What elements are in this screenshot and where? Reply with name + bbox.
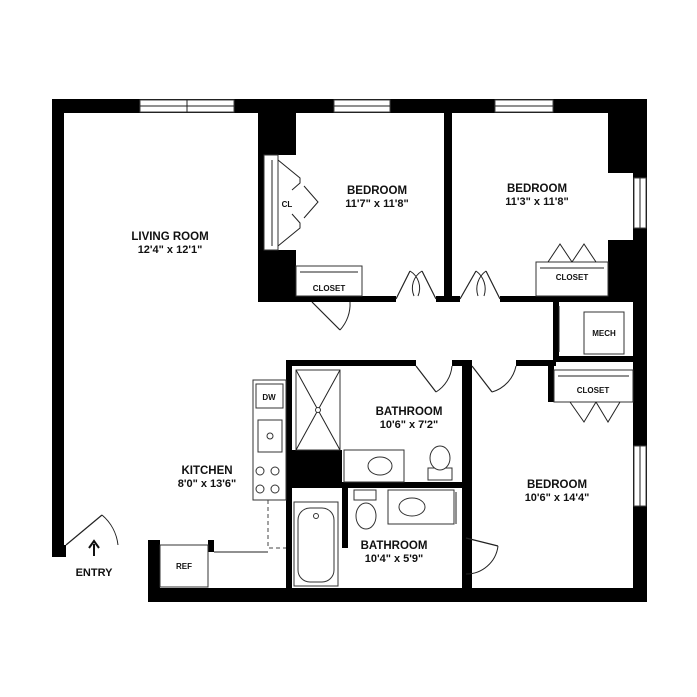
bedroom-2-closet: CLOSET xyxy=(535,243,609,297)
bathroom-2-toilet xyxy=(353,489,377,530)
bedroom-1-door[interactable] xyxy=(395,270,437,300)
entry-door[interactable] xyxy=(65,514,119,546)
kitchen-name: KITCHEN xyxy=(181,465,232,477)
bathroom-2: BATHROOM 10'4" x 5'9" xyxy=(361,540,428,565)
bedroom-1-name: BEDROOM xyxy=(347,185,407,197)
bathroom-1-dims: 10'6" x 7'2" xyxy=(380,419,438,431)
windows xyxy=(139,99,647,507)
bathroom-1: BATHROOM 10'6" x 7'2" xyxy=(376,406,443,431)
bedroom-3-name: BEDROOM xyxy=(527,479,587,491)
bathroom-2-dims: 10'4" x 5'9" xyxy=(365,553,423,565)
bathroom-1-vanity xyxy=(343,449,405,483)
entry-label: ENTRY xyxy=(76,567,114,579)
bathroom-1-door[interactable] xyxy=(415,365,517,393)
living-room-dims: 12'4" x 12'1" xyxy=(138,244,203,256)
kitchen: KITCHEN 8'0" x 13'6" xyxy=(178,465,236,490)
bedroom-3-closet: CLOSET xyxy=(553,369,634,423)
bedroom-2-dims: 11'3" x 11'8" xyxy=(505,196,568,208)
bathroom-1-toilet xyxy=(427,445,453,481)
bedroom-1-dims: 11'7" x 11'8" xyxy=(345,198,408,210)
bedroom-1-closet: CLOSET xyxy=(295,265,363,331)
shower xyxy=(295,369,341,451)
bathroom-2-door[interactable] xyxy=(465,537,499,575)
bedroom-2-closet-label: CLOSET xyxy=(556,273,589,282)
cl-closet: CL xyxy=(263,154,319,251)
kitchen-counter: DW xyxy=(214,379,287,553)
refrigerator: REF xyxy=(159,544,209,588)
kitchen-dims: 8'0" x 13'6" xyxy=(178,478,236,490)
entry-arrow-icon xyxy=(88,539,100,556)
living-room: LIVING ROOM 12'4" x 12'1" xyxy=(131,231,208,256)
bedroom-3-dims: 10'6" x 14'4" xyxy=(525,492,590,504)
ref-label: REF xyxy=(176,562,192,571)
bedroom-3-closet-label: CLOSET xyxy=(577,386,610,395)
bathroom-2-name: BATHROOM xyxy=(361,540,428,552)
bedroom-2-name: BEDROOM xyxy=(507,183,567,195)
living-room-name: LIVING ROOM xyxy=(131,231,208,243)
dw-label: DW xyxy=(262,393,276,402)
bathroom-2-vanity xyxy=(387,489,457,525)
bedroom-1: BEDROOM 11'7" x 11'8" xyxy=(345,185,408,210)
mech-label: MECH xyxy=(592,329,616,338)
interior-walls xyxy=(258,113,633,588)
bathtub xyxy=(293,501,339,587)
bedroom-2-door[interactable] xyxy=(459,270,501,300)
bathroom-1-name: BATHROOM xyxy=(376,406,443,418)
bedroom-3: BEDROOM 10'6" x 14'4" xyxy=(525,479,590,504)
bedroom-1-closet-label: CLOSET xyxy=(313,284,346,293)
bedroom-2: BEDROOM 11'3" x 11'8" xyxy=(505,183,568,208)
cl-label: CL xyxy=(282,200,293,209)
mech-closet: MECH xyxy=(558,306,625,355)
